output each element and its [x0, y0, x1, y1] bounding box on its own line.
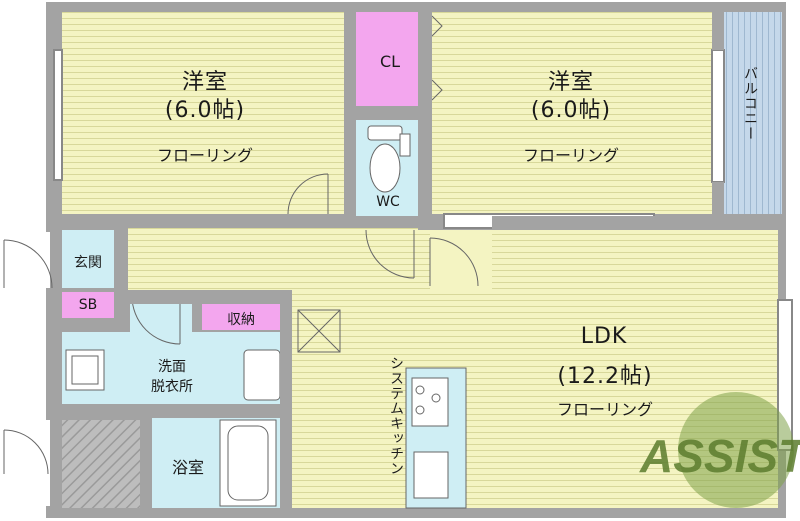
western-room-left-size: (6.0帖): [164, 98, 246, 123]
ldk-size: (12.2帖): [557, 364, 653, 389]
bathroom-label: 浴室: [171, 458, 204, 477]
storage-area: [202, 304, 280, 330]
storage-label: 収納: [227, 312, 255, 328]
ldk-floor: フローリング: [556, 400, 653, 419]
bathtub: [219, 419, 277, 507]
entrance-area: [62, 230, 114, 288]
svg-text:ASSIST: ASSIST: [639, 430, 800, 482]
kitchen-label: システムキッチン: [388, 356, 404, 476]
western-room-left-name: 洋室: [181, 70, 228, 95]
ldk-name: LDK: [580, 324, 628, 349]
door-swings: [3, 15, 479, 475]
washroom-label-2: 脱衣所: [151, 379, 193, 395]
hatched-area: [62, 420, 140, 508]
balcony-area: [724, 12, 782, 214]
washroom-fixtures: [65, 349, 281, 401]
closet-area: [356, 12, 430, 106]
western-room-right-floor: フローリング: [522, 146, 619, 165]
kitchen-counter: [405, 367, 467, 509]
shoebox-area: [62, 292, 114, 318]
assist-logo: ASSIST: [639, 392, 800, 508]
balcony-label: バルコニー: [742, 66, 758, 141]
closet-label: CL: [379, 52, 401, 71]
toilet-label: WC: [376, 194, 400, 210]
western-room-left: [62, 12, 344, 214]
western-room-right-size: (6.0帖): [530, 98, 612, 123]
entrance-label: 玄関: [74, 255, 102, 271]
western-room-left-floor: フローリング: [156, 146, 253, 165]
interior-walls: [62, 12, 724, 508]
washroom-label-1: 洗面: [158, 359, 186, 375]
shaft-box: [297, 309, 341, 353]
toilet-fixture: [367, 125, 411, 193]
western-room-right-name: 洋室: [547, 70, 594, 95]
western-room-right: [432, 12, 712, 214]
shoebox-label: SB: [78, 297, 98, 313]
